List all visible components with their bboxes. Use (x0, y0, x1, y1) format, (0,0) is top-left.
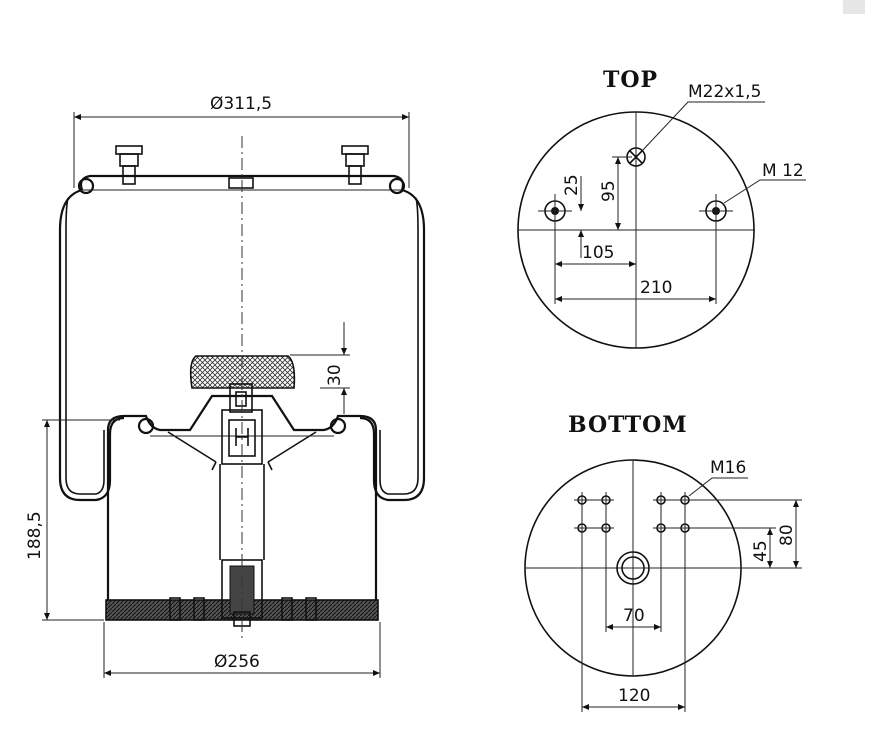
dimension-95: 95 (599, 156, 632, 230)
dimension-210: 210 (555, 222, 717, 304)
top-stud-right (341, 145, 369, 185)
dim-80-label: 80 (777, 524, 797, 546)
height-label: 188,5 (25, 511, 45, 560)
dim-105-label: 105 (582, 243, 614, 263)
dimension-105: 105 (554, 222, 636, 304)
side-view: Ø311,5 Ø256 188,5 30 (25, 94, 426, 678)
top-stud-left (115, 145, 143, 185)
dimension-45: 45 (636, 527, 776, 569)
top-view-title: TOP (603, 67, 658, 93)
dim-70-label: 70 (623, 606, 645, 626)
dimension-bumper: 30 (290, 322, 350, 414)
bottom-diameter-label: Ø256 (214, 652, 260, 672)
dimension-25: 25 (562, 174, 584, 258)
bottom-thread-label: M16 (710, 458, 746, 478)
dimension-80: 80 (689, 499, 802, 569)
dimension-height: 188,5 (25, 419, 120, 621)
bottom-view-title: BOTTOM (568, 412, 688, 438)
bumper-height-label: 30 (325, 364, 345, 386)
top-view: TOP M22x1,5 M 12 25 (517, 67, 806, 349)
bellows (58, 188, 426, 502)
corner-button[interactable] (843, 0, 865, 14)
dimension-top-diameter: Ø311,5 (73, 94, 410, 188)
dim-95-label: 95 (599, 180, 619, 202)
dim-210-label: 210 (640, 278, 672, 298)
center-thread-label: M22x1,5 (688, 82, 761, 102)
top-diameter-label: Ø311,5 (210, 94, 272, 114)
dimension-120: 120 (581, 532, 686, 712)
top-bolt-left (538, 194, 572, 228)
bump-stop (189, 355, 296, 413)
bolt-thread-label: M 12 (762, 161, 804, 181)
dim-45-label: 45 (751, 540, 771, 562)
bottom-view: BOTTOM M16 (524, 412, 802, 712)
dimension-bottom-diameter: Ø256 (103, 622, 381, 678)
dim-25-label: 25 (562, 174, 582, 196)
dimension-70: 70 (605, 532, 662, 632)
dim-120-label: 120 (618, 686, 650, 706)
